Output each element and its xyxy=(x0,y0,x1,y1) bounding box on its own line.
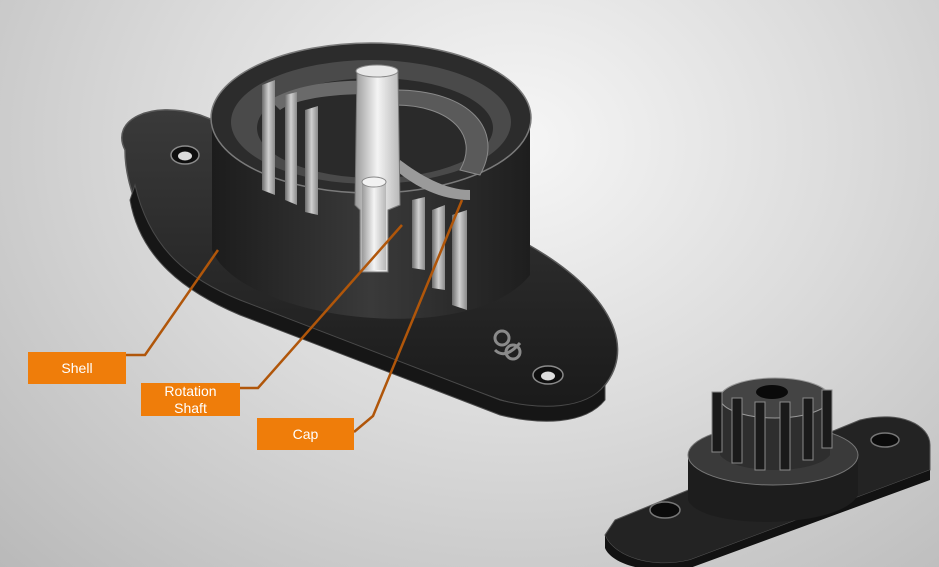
label-cap: Cap xyxy=(257,418,354,450)
leader-line-shell xyxy=(126,249,220,357)
label-rotation-shaft: Rotation Shaft xyxy=(141,383,240,416)
brand-logo-mark xyxy=(493,329,522,361)
label-shell-text: Shell xyxy=(61,359,93,376)
leader-line-cap xyxy=(353,199,464,433)
label-shaft-line2: Shaft xyxy=(174,399,207,416)
label-cap-text: Cap xyxy=(292,425,319,442)
mounting-hole-right xyxy=(532,365,564,385)
leader-line-shaft xyxy=(240,224,403,390)
label-shell: Shell xyxy=(28,352,126,384)
label-shaft-line1: Rotation xyxy=(164,382,217,399)
internal-fins xyxy=(262,80,467,310)
gear-damper-photo xyxy=(604,377,931,567)
leader-lines xyxy=(126,199,464,433)
mounting-hole-left xyxy=(170,145,200,165)
